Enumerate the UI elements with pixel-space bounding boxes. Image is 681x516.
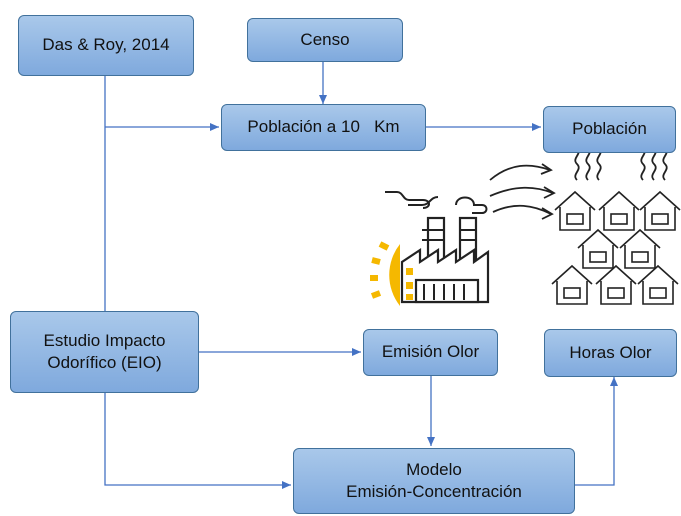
emision-olor-node: Emisión Olor: [363, 329, 498, 376]
censo-node: Censo: [247, 18, 403, 62]
houses-icon: [551, 190, 681, 305]
arrow-modelo-to-horas-olor: [575, 377, 618, 486]
eio-node: Estudio Impacto Odorífico (EIO): [10, 311, 199, 393]
poblacion-10km-label: Población a 10 Km: [247, 117, 400, 137]
das-roy-node: Das & Roy, 2014: [18, 15, 194, 76]
poblacion-node: Población: [543, 106, 676, 153]
horas-olor-node: Horas Olor: [544, 329, 677, 377]
modelo-label-line1: Modelo: [406, 459, 462, 479]
horas-olor-label: Horas Olor: [569, 342, 652, 362]
odor-wind-icon: [489, 147, 668, 220]
factory-icon: [370, 191, 490, 306]
das-roy-label: Das & Roy, 2014: [42, 35, 170, 55]
censo-label: Censo: [300, 29, 350, 49]
modelo-label-line2: Emisión-Concentración: [346, 482, 522, 501]
eio-label-line2: Odorífico (EIO): [47, 353, 162, 372]
poblacion-10km-node: Población a 10 Km: [221, 104, 426, 151]
eio-label-line1: Estudio Impacto: [43, 330, 166, 350]
modelo-node: Modelo Emisión-Concentración: [293, 448, 575, 514]
arrow-eio-to-modelo: [104, 393, 291, 489]
poblacion-label: Población: [572, 119, 647, 139]
emision-olor-label: Emisión Olor: [381, 342, 480, 362]
